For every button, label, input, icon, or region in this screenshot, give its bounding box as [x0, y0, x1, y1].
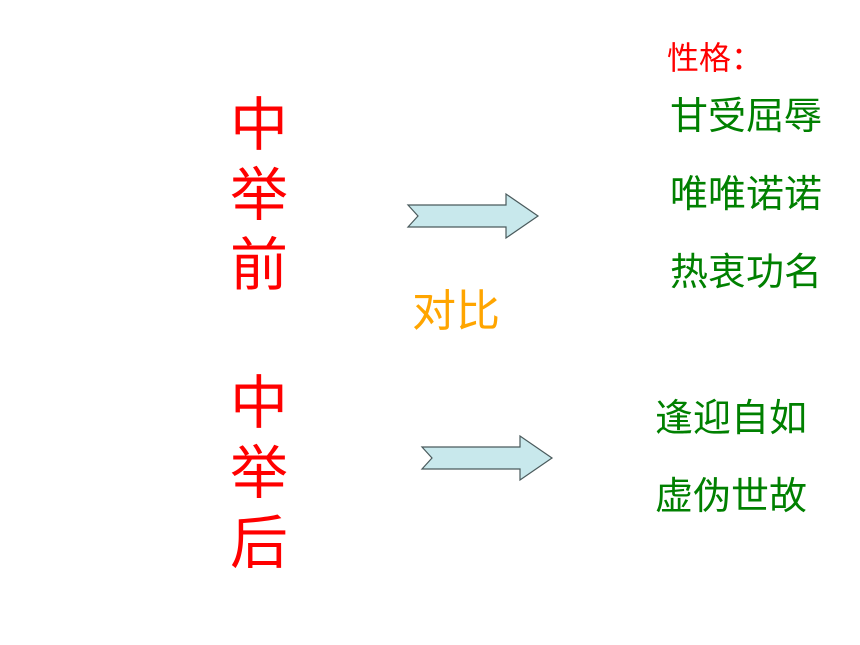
- before-char-1: 中: [229, 91, 288, 159]
- contrast-label: 对比: [412, 286, 500, 337]
- before-trait-1: 甘受屈辱: [670, 94, 823, 138]
- traits-label: 性格：: [667, 39, 764, 77]
- after-char-3: 后: [229, 509, 288, 577]
- before-trait-2: 唯唯诺诺: [670, 172, 823, 216]
- before-char-3: 前: [229, 231, 288, 299]
- after-trait-1: 逢迎自如: [655, 396, 808, 440]
- before-char-2: 举: [229, 161, 288, 229]
- after-trait-2: 虚伪世故: [655, 474, 808, 518]
- right-arrow-icon: [406, 192, 540, 240]
- before-trait-3: 热衷功名: [670, 250, 823, 294]
- after-heading: 中 举 后: [224, 368, 294, 578]
- after-char-2: 举: [229, 439, 288, 507]
- right-arrow-icon: [420, 434, 554, 482]
- after-char-1: 中: [229, 369, 288, 437]
- before-heading: 中 举 前: [224, 90, 294, 300]
